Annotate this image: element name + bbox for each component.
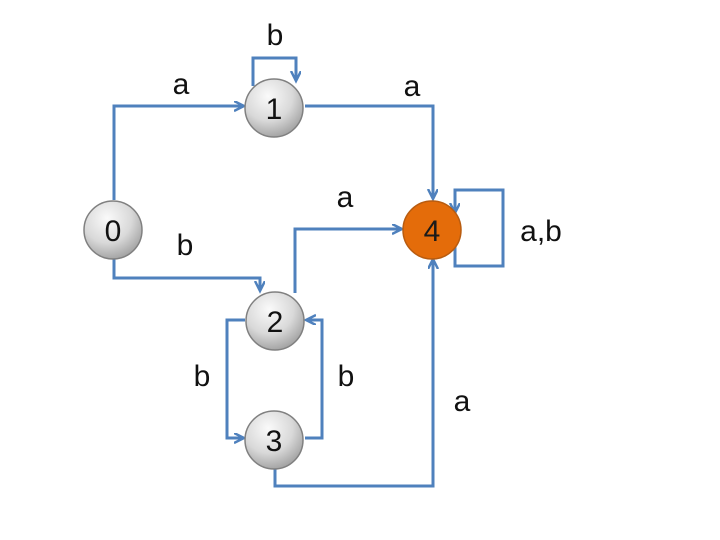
state-1-circle [244,78,304,138]
state-0-circle [83,200,143,260]
state-3: 3 [244,410,304,470]
edge-0-to-1-label: a [173,68,190,101]
edge-1-self-loop-label: b [267,19,284,52]
state-2-label: 2 [267,306,284,339]
state-4-accepting: 4 [402,200,462,260]
state-3-label: 3 [266,425,283,458]
edge-2-to-4-label: a [337,181,354,214]
edge-4-self-loop [455,188,505,268]
state-4-label: 4 [424,215,441,248]
state-1-label: 1 [266,93,283,126]
edge-4-self-loop-label: a,b [520,215,562,248]
edge-3-to-2 [305,320,324,440]
edge-3-to-2-label: b [338,360,355,393]
edge-0-to-1 [112,106,243,200]
state-0-label: 0 [105,215,122,248]
edge-1-to-4 [305,104,433,198]
state-1: 1 [244,78,304,138]
state-2-circle [245,291,305,351]
edge-3-to-4 [273,260,433,488]
edge-0-to-2 [112,255,260,290]
edge-2-to-3 [225,318,245,438]
state-2: 2 [245,291,305,351]
state-4-circle [402,200,462,260]
edge-1-self-loop [251,56,296,86]
edge-2-to-4 [293,229,401,293]
state-0: 0 [83,200,143,260]
edge-3-to-4-label: a [454,385,471,418]
edge-0-to-2-label: b [177,229,194,262]
state-3-circle [244,410,304,470]
edge-1-to-4-label: a [404,70,421,103]
edge-2-to-3-label: b [194,360,211,393]
